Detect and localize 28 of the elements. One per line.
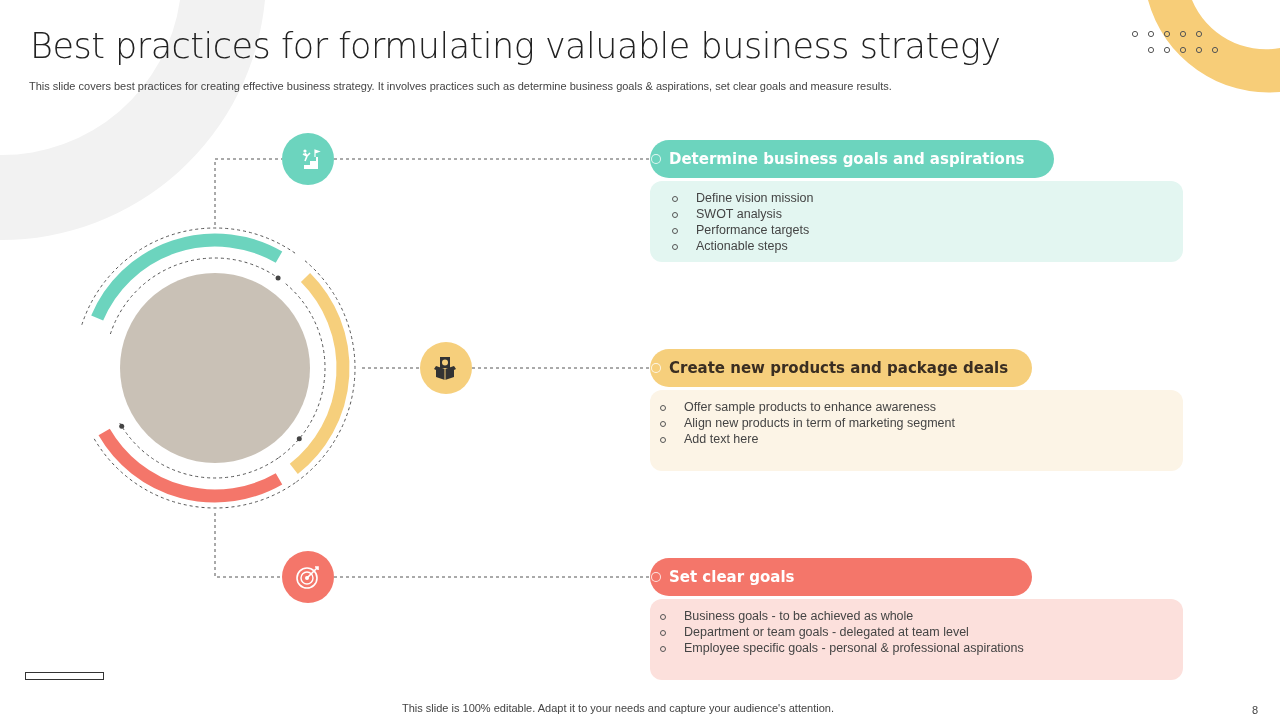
- dashed-connector: [361, 367, 421, 369]
- bullet-item: Define vision mission: [670, 190, 1183, 206]
- bullet-item: Performance targets: [670, 222, 1183, 238]
- heading-pill: Determine business goals and aspirations: [650, 140, 1054, 178]
- dashed-connector: [333, 158, 651, 160]
- slide-title: Best practices for formulating valuable business strategy: [30, 26, 1001, 66]
- bullet-item: Offer sample products to enhance awareness: [658, 399, 1183, 415]
- icon-circle: [282, 551, 334, 603]
- bullet-item: Department or team goals - delegated at team level: [658, 624, 1183, 640]
- bullet-item: Align new products in term of marketing segment: [658, 415, 1183, 431]
- heading-pill: Create new products and package deals: [650, 349, 1032, 387]
- icon-circle: [282, 133, 334, 185]
- page-number: 8: [1252, 704, 1259, 716]
- text-panel: [650, 390, 1183, 471]
- bullet-item: Employee specific goals - personal & professional aspirations: [658, 640, 1183, 656]
- dashed-connector: [214, 512, 283, 578]
- bullet-item: Actionable steps: [670, 238, 1183, 254]
- heading-pill: Set clear goals: [650, 558, 1032, 596]
- bullet-item: SWOT analysis: [670, 206, 1183, 222]
- dashed-connector: [333, 576, 651, 578]
- icon-circle: [420, 342, 472, 394]
- bullet-item: Add text here: [658, 431, 1183, 447]
- subtitle-text: This slide covers best practices for creating effective business strategy. It involves practices such as determine business goals & aspirations, set clear goals and measure results.: [29, 80, 892, 92]
- footer-note: This slide is 100% editable. Adapt it to your needs and capture your audience's attention.: [402, 702, 834, 714]
- text-panel: [650, 181, 1183, 262]
- text-panel: [650, 599, 1183, 680]
- dashed-connector: [471, 367, 651, 369]
- bullet-item: Business goals - to be achieved as whole: [658, 608, 1183, 624]
